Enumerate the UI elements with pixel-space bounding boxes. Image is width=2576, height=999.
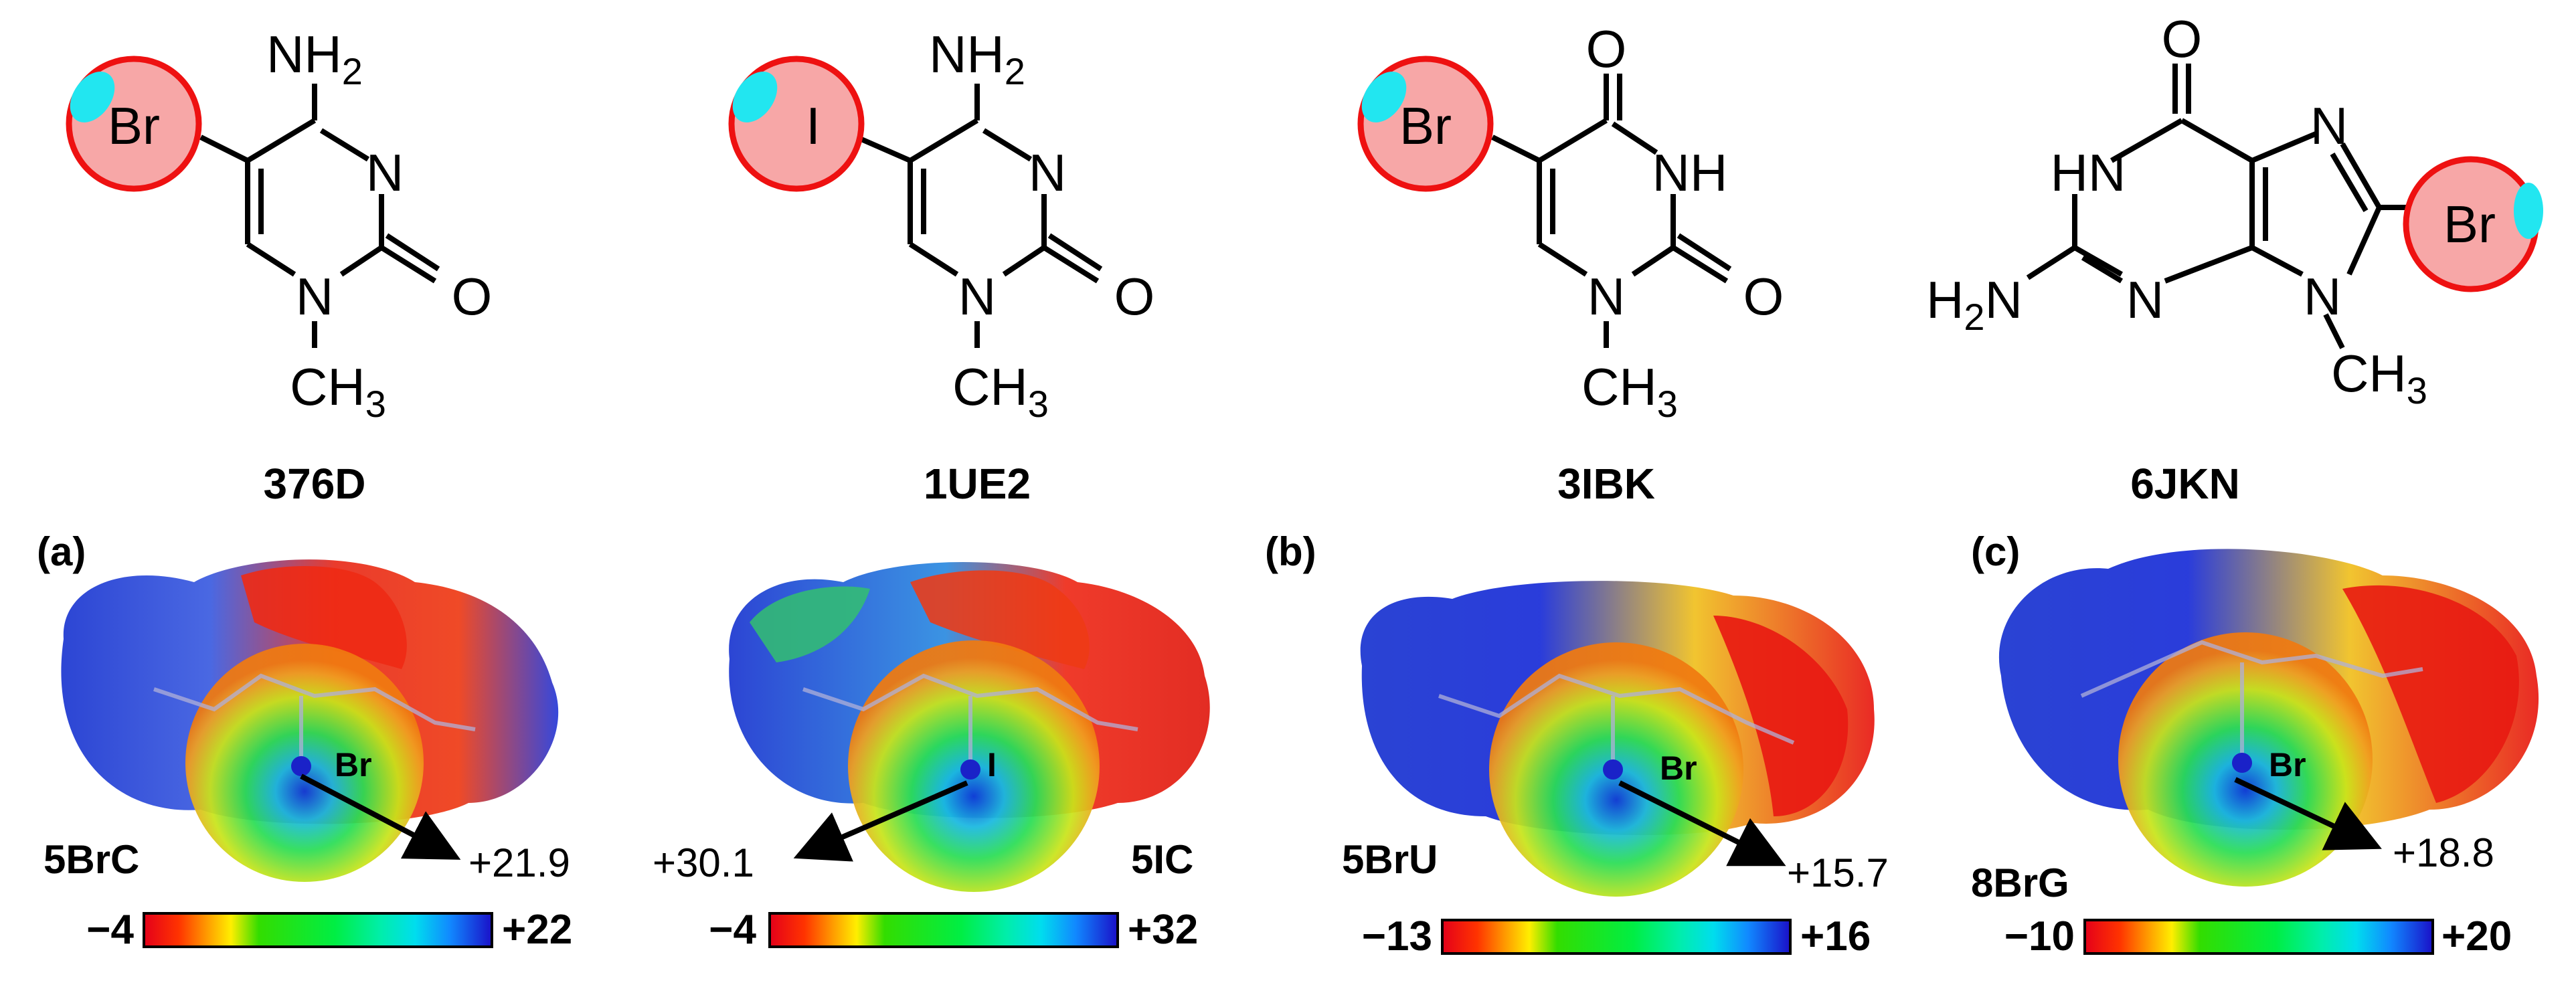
color-scale-bar: [768, 912, 1119, 948]
ball-and-stick-model: [1438, 673, 1795, 769]
ring-n1-label: N: [958, 267, 996, 326]
ring-n1-label: N: [296, 267, 333, 326]
amino-label: NH2: [266, 25, 363, 92]
ring-bonds: [855, 84, 1103, 348]
ring-bonds: [2026, 64, 2416, 349]
ring-n1-label: N: [1587, 267, 1625, 326]
color-scale-bar: [2083, 919, 2434, 955]
molecule-5-bromo-uracil: Br O NH O N CH3 3IBK: [1357, 19, 1784, 508]
molecule-8-bromo-guanine: O HN N Br H2N N N CH3 6JKN: [1926, 9, 2543, 508]
ball-and-stick-model: [802, 673, 1138, 769]
amino-label: H2N: [1926, 270, 2023, 338]
panel-letter: (c): [1971, 529, 2020, 574]
sigma-hole-icon: [2514, 183, 2543, 239]
panel-letter: (b): [1265, 529, 1316, 574]
ring-n3-label: N: [366, 143, 404, 202]
sigma-hole-value: +18.8: [2393, 830, 2494, 875]
sigma-hole-icon: [1361, 72, 1407, 122]
scale-max: +20: [2441, 913, 2512, 960]
ring-n3-label: N: [2126, 270, 2164, 329]
atom-label: Br: [2269, 746, 2306, 784]
ring-bonds: [199, 84, 440, 348]
ring-n9-label: N: [2304, 267, 2341, 326]
halogen-atom-ball: [291, 756, 311, 776]
sigma-hole-icon: [732, 72, 778, 122]
esp-negative-region: [241, 566, 407, 669]
scale-max: +16: [1800, 913, 1871, 960]
halogen-label: Br: [2443, 195, 2496, 254]
halogen-atom-ball: [1603, 759, 1623, 780]
carbonyl-o-label: O: [2162, 9, 2203, 68]
sigma-hole-arrow: [2234, 777, 2382, 850]
scale-max: +22: [502, 907, 572, 953]
methyl-label: CH3: [1581, 357, 1678, 425]
esp-negative-region: [2342, 585, 2519, 803]
scale-min: −4: [86, 907, 134, 953]
scale-min: −10: [2004, 913, 2075, 960]
compound-name: 5BrU: [1342, 837, 1438, 882]
molecule-5-bromo-cytosine: Br NH2 N O N CH3 376D: [66, 25, 493, 508]
sigma-hole-value: +21.9: [468, 840, 570, 885]
esp-panel-5brc: (a) Br +21.9 5BrC −4 +22: [37, 529, 572, 953]
sigma-hole-value: +15.7: [1787, 850, 1889, 895]
halogen-label: I: [806, 96, 821, 155]
ring-n3h-label: NH: [1652, 143, 1728, 202]
methyl-label: CH3: [2331, 344, 2427, 412]
amino-label: NH2: [929, 25, 1025, 92]
ball-and-stick-model: [2080, 640, 2423, 763]
atom-label: I: [987, 746, 997, 784]
pdb-code: 3IBK: [1557, 460, 1655, 508]
sigma-hole-icon: [70, 72, 115, 122]
methyl-label: CH3: [290, 357, 386, 425]
esp-neutral-region: [750, 586, 870, 662]
scale-max: +32: [1128, 907, 1198, 953]
esp-negative-region: [910, 570, 1090, 669]
carbonyl-o-label: O: [1743, 267, 1784, 326]
ring-n1h-label: HN: [2051, 143, 2126, 202]
pdb-code: 376D: [264, 460, 366, 508]
compound-name: 8BrG: [1971, 860, 2069, 905]
ball-and-stick-model: [153, 673, 476, 766]
sigma-hole-arrow: [300, 774, 461, 860]
atom-label: Br: [335, 746, 372, 784]
carbonyl-top-label: O: [1586, 19, 1627, 78]
scale-min: −13: [1362, 913, 1432, 960]
pdb-code: 1UE2: [924, 460, 1031, 508]
methyl-label: CH3: [952, 357, 1049, 425]
sigma-hole-value: +30.1: [653, 840, 754, 885]
ring-n7-label: N: [2310, 96, 2348, 155]
esp-panel-5ic: I +30.1 5IC −4 +32: [653, 562, 1210, 953]
esp-negative-region: [1713, 616, 1849, 816]
pdb-code: 6JKN: [2130, 460, 2240, 508]
compound-name: 5BrC: [44, 837, 139, 882]
panel-letter: (a): [37, 529, 86, 574]
sigma-hole-arrow: [1618, 780, 1786, 867]
esp-panel-5bru: (b) Br +15.7 5BrU −13 +16: [1265, 529, 1889, 960]
scale-min: −4: [709, 907, 756, 953]
atom-label: Br: [1660, 749, 1697, 787]
compound-name: 5IC: [1131, 837, 1193, 882]
color-scale-bar: [1441, 919, 1792, 955]
halogen-atom-ball: [2232, 753, 2252, 773]
carbonyl-o-label: O: [452, 267, 493, 326]
carbonyl-o-label: O: [1114, 267, 1155, 326]
halogen-atom-ball: [960, 759, 980, 780]
esp-panel-8brg: (c) Br +18.8 8BrG −10 +20: [1971, 529, 2539, 960]
ring-bonds: [1491, 74, 1732, 348]
halogen-label: Br: [108, 96, 160, 155]
halogen-label: Br: [1399, 96, 1452, 155]
color-scale-bar: [143, 912, 493, 948]
sigma-hole-arrow: [793, 780, 968, 862]
ring-n3-label: N: [1029, 143, 1066, 202]
molecule-5-iodo-cytosine: I NH2 N O N CH3 1UE2: [728, 25, 1155, 508]
